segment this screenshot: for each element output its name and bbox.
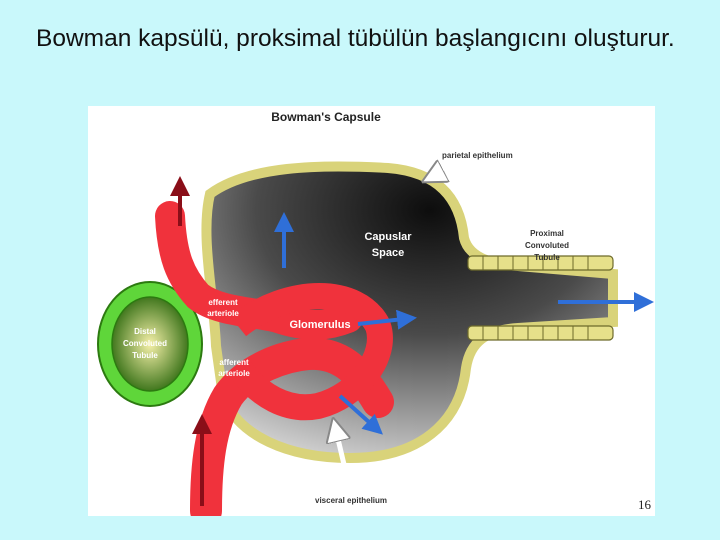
label-proximal-2: Convoluted — [525, 241, 569, 250]
label-capsular-space: Capuslar — [364, 231, 412, 243]
label-capsular-space-2: Space — [372, 247, 404, 259]
bowmans-capsule-figure: Bowman's Capsule parietal epithelium Cap… — [88, 106, 655, 516]
label-proximal-3: Tubule — [534, 253, 560, 262]
efferent-arteriole — [155, 201, 363, 340]
page-number: 16 — [638, 497, 651, 512]
label-afferent-2: arteriole — [218, 369, 250, 378]
label-efferent: efferent — [208, 298, 238, 307]
flow-arrows — [170, 162, 654, 506]
arterioles — [155, 201, 394, 516]
label-distal: Distal — [134, 327, 156, 336]
label-parietal-epithelium: parietal epithelium — [442, 151, 513, 160]
afferent-arteriole — [190, 337, 394, 516]
distal-convoluted-tubule — [97, 281, 203, 407]
glomerulus-loop — [227, 283, 393, 421]
label-distal-2: Convoluted — [123, 339, 167, 348]
label-distal-3: Tubule — [132, 351, 158, 360]
proximal-tubule-cells — [467, 255, 614, 341]
label-glomerulus: Glomerulus — [289, 319, 350, 331]
label-proximal: Proximal — [530, 229, 564, 238]
label-visceral-epithelium: visceral epithelium — [315, 496, 387, 505]
bowmans-capsule-diagram: Bowman's Capsule parietal epithelium Cap… — [97, 110, 654, 516]
label-efferent-2: arteriole — [207, 309, 239, 318]
slide-title: Bowman kapsülü, proksimal tübülün başlan… — [36, 25, 675, 52]
figure-title: Bowman's Capsule — [271, 110, 381, 124]
label-afferent: afferent — [219, 358, 249, 367]
